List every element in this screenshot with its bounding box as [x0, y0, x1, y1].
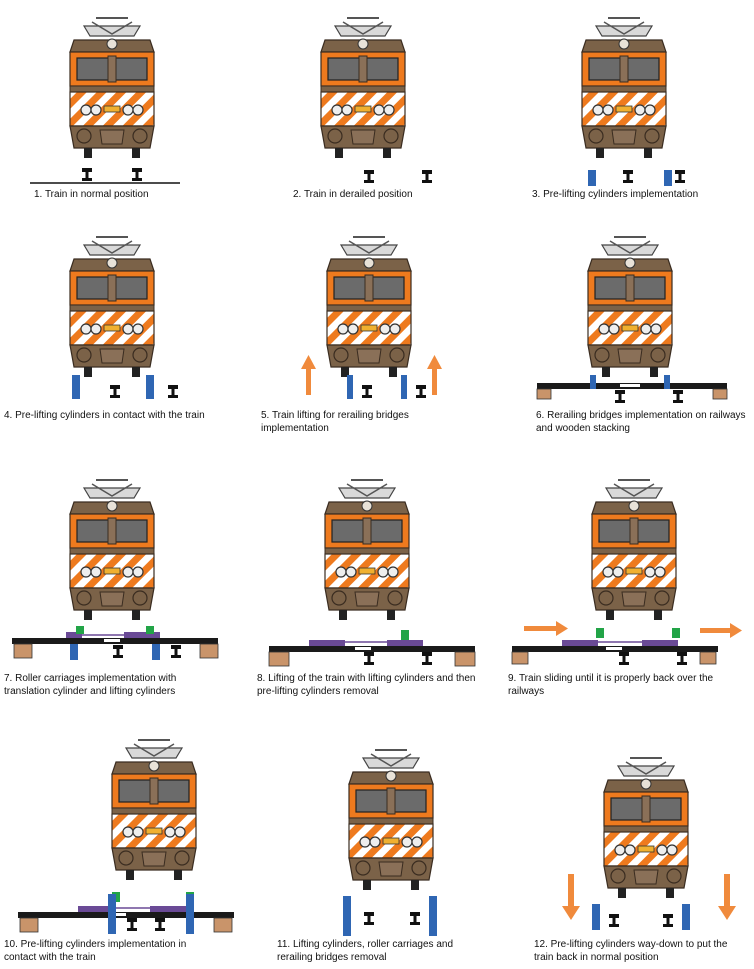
pre-lifting-cylinder — [72, 375, 80, 399]
step-9-caption: 9. Train sliding until it is properly ba… — [508, 672, 748, 698]
step-5-illustration — [251, 235, 502, 410]
pre-lifting-cylinder — [347, 375, 353, 399]
step-11-caption: 11. Lifting cylinders, roller carriages … — [277, 938, 487, 964]
step-6-panel: 6. Rerailing bridges implementation on r… — [502, 235, 753, 476]
step-9-panel: 9. Train sliding until it is properly ba… — [502, 478, 753, 719]
pre-lifting-cylinder — [664, 170, 672, 186]
right-arrow — [524, 621, 568, 636]
step-7-panel: 7. Roller carriages implementation with … — [0, 478, 251, 719]
step-5-caption: 5. Train lifting for rerailing bridges i… — [261, 409, 461, 435]
down-arrow — [562, 874, 580, 920]
step-10-panel: 10. Pre-lifting cylinders implementation… — [0, 728, 251, 969]
right-arrow — [700, 623, 742, 638]
lifting-cylinder — [76, 626, 84, 634]
roller-carriage — [124, 632, 160, 638]
step-12-panel: 12. Pre-lifting cylinders way-down to pu… — [502, 728, 753, 969]
step-9-illustration — [502, 478, 753, 673]
pre-lifting-cylinder — [588, 170, 596, 186]
step-5-panel: 5. Train lifting for rerailing bridges i… — [251, 235, 502, 476]
step-8-illustration — [251, 478, 502, 673]
step-1-panel: 1. Train in normal position — [0, 0, 251, 241]
step-3-caption: 3. Pre-lifting cylinders implementation — [532, 188, 754, 201]
step-12-illustration — [502, 728, 753, 938]
step-8-panel: 8. Lifting of the train with lifting cyl… — [251, 478, 502, 719]
lifting-cylinder — [146, 626, 154, 634]
pre-lifting-cylinder — [401, 375, 407, 399]
step-6-illustration — [502, 235, 753, 410]
step-4-panel: 4. Pre-lifting cylinders in contact with… — [0, 235, 251, 476]
down-arrow — [718, 874, 736, 920]
step-6-caption: 6. Rerailing bridges implementation on r… — [536, 409, 754, 435]
step-2-illustration — [251, 0, 502, 200]
step-7-caption: 7. Roller carriages implementation with … — [4, 672, 214, 698]
step-11-illustration — [251, 728, 502, 938]
step-11-panel: 11. Lifting cylinders, roller carriages … — [251, 728, 502, 969]
step-12-caption: 12. Pre-lifting cylinders way-down to pu… — [534, 938, 749, 964]
step-8-caption: 8. Lifting of the train with lifting cyl… — [257, 672, 479, 698]
step-10-illustration — [0, 728, 251, 938]
step-7-illustration — [0, 478, 251, 673]
step-1-illustration — [0, 0, 251, 200]
step-4-caption: 4. Pre-lifting cylinders in contact with… — [4, 409, 250, 422]
step-3-illustration — [502, 0, 753, 200]
step-3-panel: 3. Pre-lifting cylinders implementation — [502, 0, 753, 241]
step-10-caption: 10. Pre-lifting cylinders implementation… — [4, 938, 214, 964]
step-2-panel: 2. Train in derailed position — [251, 0, 502, 241]
up-arrow — [427, 355, 442, 395]
step-4-illustration — [0, 235, 251, 410]
step-1-caption: 1. Train in normal position — [34, 188, 280, 201]
wooden-stacking — [713, 389, 727, 399]
pre-lifting-cylinder — [146, 375, 154, 399]
wooden-stacking — [537, 389, 551, 399]
up-arrow — [301, 355, 316, 395]
